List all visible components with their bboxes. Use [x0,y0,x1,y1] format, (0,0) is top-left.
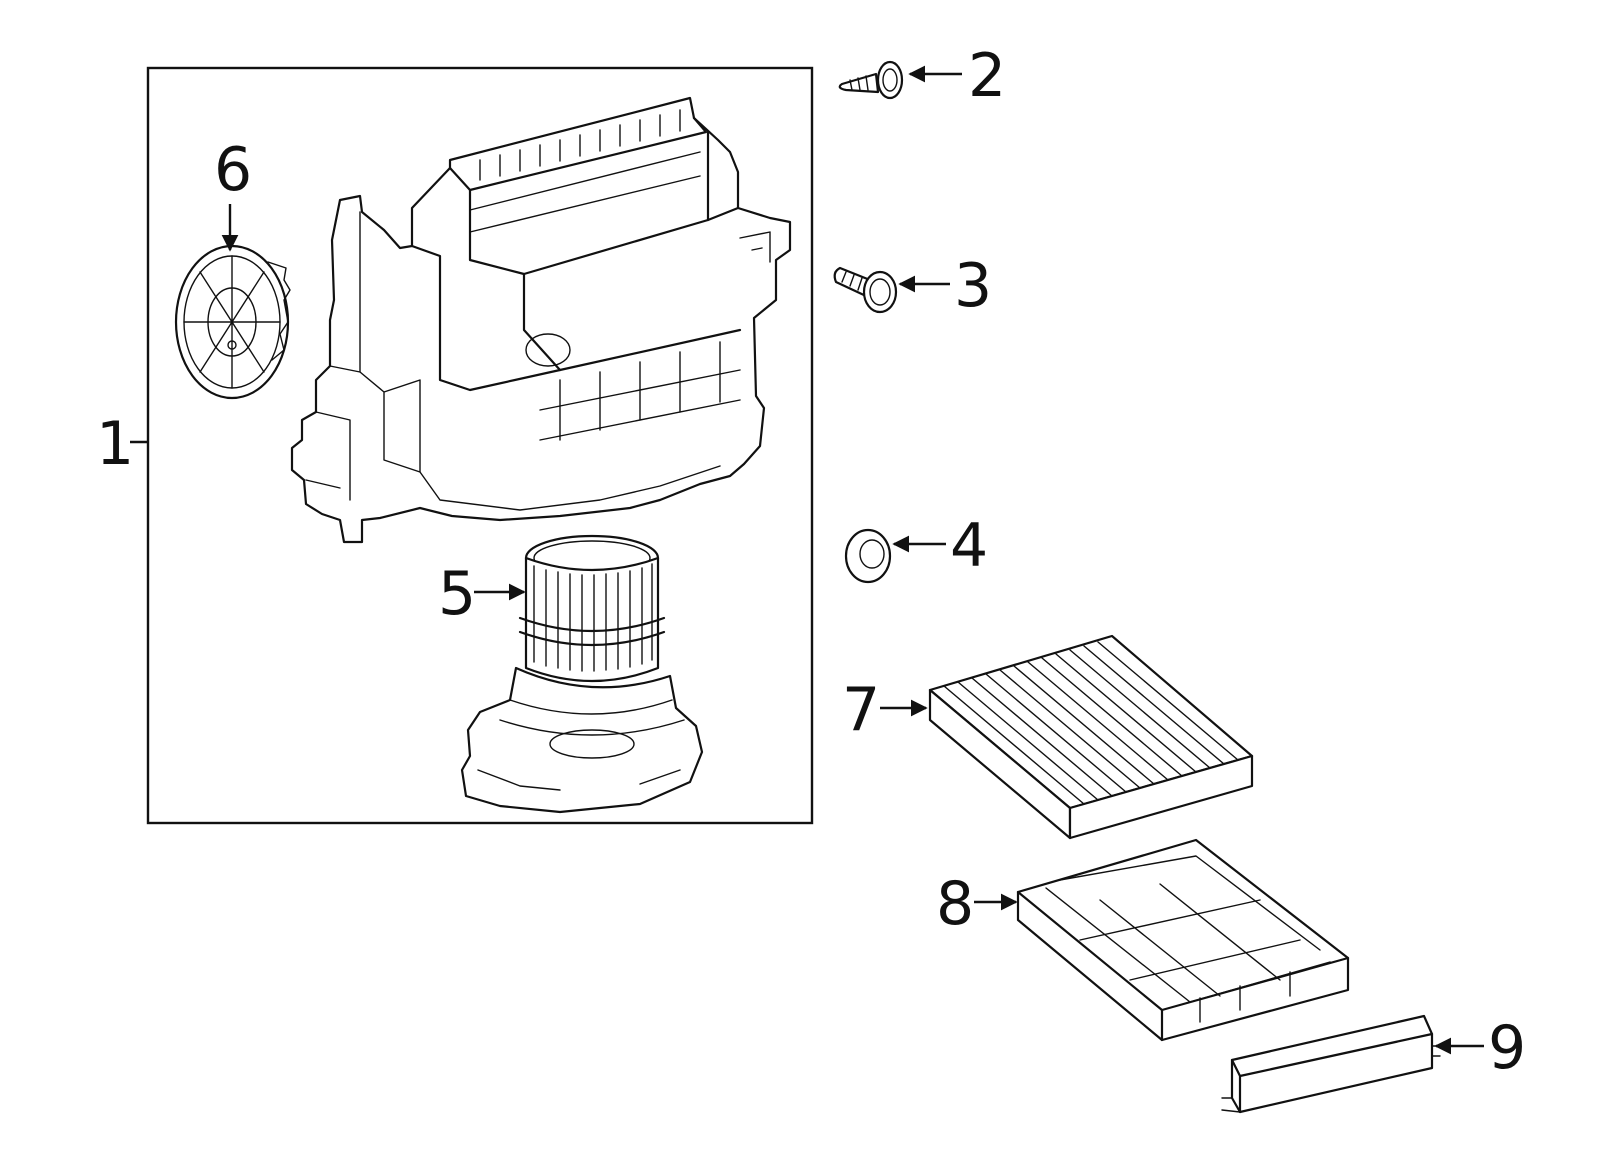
part-2-screw [838,60,904,100]
callout-1: 1 [96,409,134,479]
part-6-cover [174,244,291,400]
leader-lines [130,65,1484,1055]
part-5-blower-motor [460,534,704,814]
callout-9: 9 [1488,1013,1526,1083]
callout-6: 6 [214,135,252,205]
part-1-hvac-housing [290,96,792,544]
part-7-cabin-filter [928,634,1254,840]
callout-4: 4 [950,511,988,581]
callout-labels: 1 2 3 4 5 6 7 8 9 [96,41,1526,1083]
callout-3: 3 [954,251,992,321]
part-8-filter-tray [1016,838,1350,1042]
callout-8: 8 [936,869,974,939]
assembly-frame [146,66,814,825]
callout-7: 7 [842,675,880,745]
callout-5: 5 [438,559,476,629]
part-9-cover-strip [1221,1014,1441,1114]
callout-2: 2 [968,41,1006,111]
part-4-grommet [844,528,892,584]
part-3-bolt [833,266,898,314]
